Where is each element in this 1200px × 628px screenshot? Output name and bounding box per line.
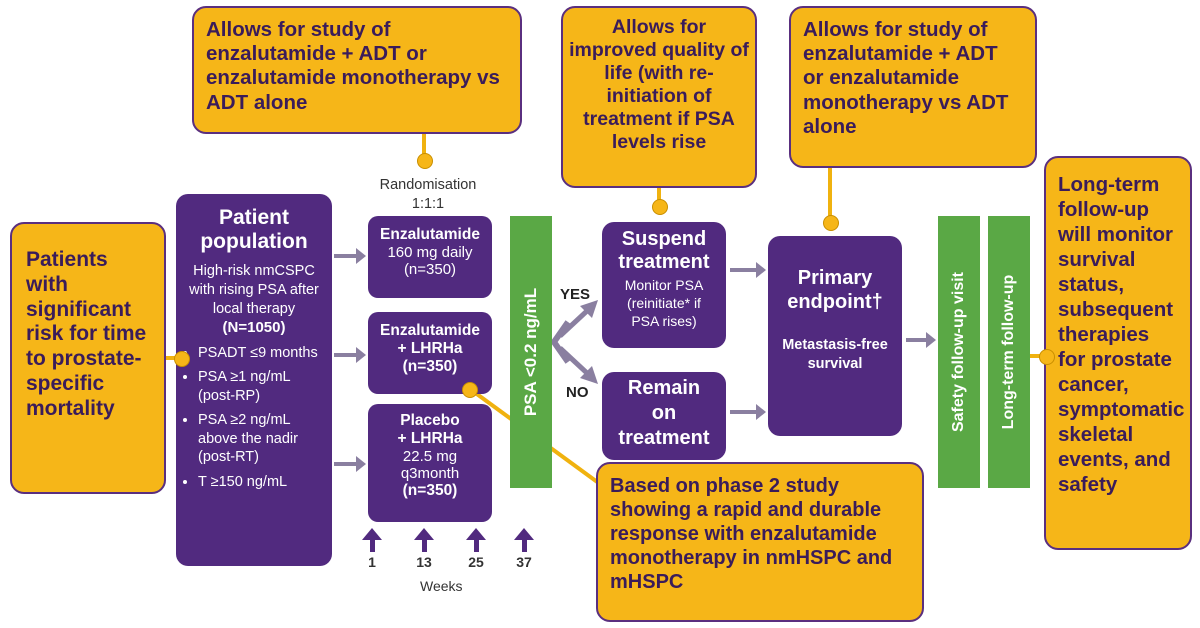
connector-dot-top-left [417,153,433,169]
psa-threshold-bar: PSA <0.2 ng/mL [510,216,552,488]
arm-placebo-lhrha: Placebo + LHRHa 22.5 mg q3month (n=350) [368,404,492,522]
inclusion-criterion: T ≥150 ng/mL [198,473,326,492]
branch-arrow-no-head [580,366,598,384]
connector-dot-bottom [462,382,478,398]
randomisation-ratio: 1:1:1 [411,195,445,212]
patient-population-box: Patient population High-risk nmCSPC with… [176,194,332,566]
callout-study-design-right: Allows for study of enzalutamide + ADT o… [789,6,1037,168]
remain-line3: treatment [618,427,710,449]
callout-phase2-rationale-text: Based on phase 2 study showing a rapid a… [610,475,893,593]
remain-line1: Remain [627,377,701,399]
arm-2-name: Enzalutamide [380,322,480,339]
randomisation-label-line1: Randomisation [379,177,477,193]
patient-population-desc: High-risk nmCSPC with rising PSA after l… [189,263,319,317]
arm-2-combo: + LHRHa [397,340,463,357]
suspend-detail-line1: Monitor PSA [624,277,704,293]
endpoint-sub-line2: survival [807,355,863,372]
week-marker: 25 [464,528,488,570]
arm-enzalutamide-monotherapy: Enzalutamide 160 mg daily (n=350) [368,216,492,298]
inclusion-criterion: PSADT ≤9 months [198,344,326,363]
patient-population-title-line1: Patient [218,206,289,229]
connector-dot-left [174,351,190,367]
arm-2-n: (n=350) [402,358,458,375]
arm-3-dose: 22.5 mg [402,448,458,465]
randomisation-label: Randomisation 1:1:1 [362,176,494,214]
suspend-detail-line2: (reinitiate* if [627,295,701,312]
callout-patients-risk: Patients with significant risk for time … [10,222,166,494]
callout-study-design-left-text: Allows for study of enzalutamide + ADT o… [206,18,500,114]
patient-population-n: (N=1050) [222,318,286,336]
suspend-title-line2: treatment [618,251,710,273]
remain-on-treatment-box: Remain on treatment [602,372,726,460]
callout-patients-risk-text: Patients with significant risk for time … [26,248,147,420]
safety-follow-up-label: Safety follow-up visit [950,271,967,433]
suspend-treatment-box: Suspend treatment Monitor PSA (reinitiat… [602,222,726,348]
patient-population-title-line2: population [200,230,308,253]
arrow-suspend-to-endpoint [730,262,766,278]
inclusion-criterion: PSA ≥2 ng/mL above the nadir (post-RT) [198,411,326,467]
branch-yes-label: YES [560,286,591,303]
endpoint-sub-line1: Metastasis-free [782,337,888,353]
callout-long-term-follow-up: Long-term follow-up will monitor surviva… [1044,156,1192,550]
arm-3-schedule: q3month [400,465,460,482]
arrow-remain-to-endpoint [730,404,766,420]
arrow-endpoint-to-safety [906,332,936,348]
psa-threshold-label: PSA <0.2 ng/mL [521,287,540,417]
primary-endpoint-box: Primary endpoint† Metastasis-free surviv… [768,236,902,436]
weeks-axis-label: Weeks [420,578,463,594]
arm-3-combo: + LHRHa [397,430,463,447]
week-marker: 13 [412,528,436,570]
callout-study-design-left: Allows for study of enzalutamide + ADT o… [192,6,522,134]
callout-study-design-right-text: Allows for study of enzalutamide + ADT o… [803,18,1009,138]
arrow-to-arm-2 [334,347,366,363]
inclusion-criteria-list: PSADT ≤9 months PSA ≥1 ng/mL (post-RP) P… [182,344,326,492]
arm-1-name: Enzalutamide [380,226,480,243]
arm-1-n: (n=350) [403,261,457,278]
callout-phase2-rationale: Based on phase 2 study showing a rapid a… [596,462,924,622]
callout-long-term-follow-up-text: Long-term follow-up will monitor surviva… [1058,173,1185,496]
connector-dot-top-mid [652,199,668,215]
arrow-to-arm-1 [334,248,366,264]
week-tick-label: 13 [416,554,432,570]
endpoint-title-line2: endpoint† [787,291,883,313]
remain-line2: on [651,402,677,424]
arm-1-dose: 160 mg daily [387,244,473,261]
arm-enzalutamide-lhrha: Enzalutamide + LHRHa (n=350) [368,312,492,394]
endpoint-title-line1: Primary [797,267,873,289]
branch-arrow-yes-head [580,300,598,318]
suspend-title-line1: Suspend [621,228,707,250]
connector-dot-top-right [823,215,839,231]
callout-quality-of-life-text: Allows for improved quality of life (wit… [569,16,749,153]
week-tick-label: 37 [516,554,532,570]
week-marker: 37 [512,528,536,570]
safety-follow-up-bar: Safety follow-up visit [938,216,980,488]
week-tick-label: 25 [468,554,484,570]
week-timeline: 1 13 25 37 Weeks [350,528,550,598]
connector-dot-right [1039,349,1055,365]
branch-no-label: NO [566,384,589,401]
long-term-follow-up-label: Long-term follow-up [1000,274,1017,430]
week-marker: 1 [360,528,384,570]
branch-chevron [550,320,571,364]
inclusion-criterion: PSA ≥1 ng/mL (post-RP) [198,368,326,405]
week-tick-label: 1 [368,554,376,570]
long-term-follow-up-bar: Long-term follow-up [988,216,1030,488]
arm-3-name: Placebo [400,412,460,429]
arrow-to-arm-3 [334,456,366,472]
suspend-detail-line3: PSA rises) [631,313,697,330]
arm-3-n: (n=350) [402,482,458,499]
callout-quality-of-life: Allows for improved quality of life (wit… [561,6,757,188]
